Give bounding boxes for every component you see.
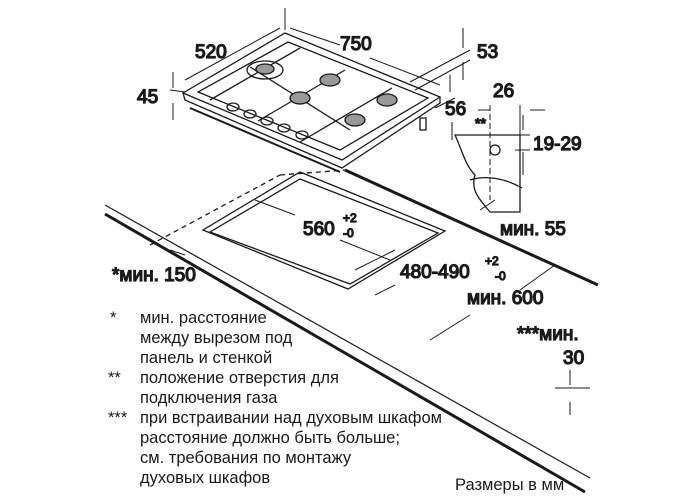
gas-connection-detail	[453, 134, 523, 213]
gas-marker-label: **	[475, 115, 486, 131]
width-label: 750	[340, 34, 372, 55]
min-oven-value: 30	[563, 348, 584, 369]
cutout-depth-tol-minus: -0	[495, 269, 506, 283]
gas-offset-label: 26	[493, 81, 514, 102]
units-note: Размеры в мм	[455, 476, 565, 494]
note-line: мин. расстояние	[140, 309, 267, 327]
depth-label: 520	[195, 42, 227, 63]
note-line: подключения газа	[140, 389, 278, 407]
note-line: см. требования по монтажу	[140, 449, 352, 467]
min-oven-label: ***мин.	[517, 324, 579, 345]
cutout-width-tol-minus: -0	[343, 226, 354, 240]
min-rear-label: мин. 55	[500, 219, 566, 240]
note-line: между вырезом под	[140, 329, 293, 347]
cutout-depth-label: 480-490	[400, 262, 470, 283]
hob	[181, 32, 442, 173]
height-rear-label: 56	[445, 99, 466, 120]
countertop	[104, 168, 599, 494]
cutout-width-label: 560	[303, 219, 335, 240]
min-side-label: *мин. 150	[112, 265, 196, 286]
note-line: расстояние должно быть больше;	[140, 429, 400, 447]
cutout-width-tol-plus: +2	[343, 211, 357, 225]
note-line: положение отверстия для	[140, 369, 339, 387]
note-marker: **	[108, 369, 121, 387]
note-line: при встраивании над духовым шкафом	[140, 409, 443, 427]
cutout	[201, 171, 447, 290]
height-top-label: 53	[477, 42, 498, 63]
note-marker: ***	[108, 409, 128, 427]
note-line: панель и стенкой	[140, 349, 273, 367]
height-side-label: 45	[137, 87, 158, 108]
cutout-depth-tol-plus: +2	[485, 254, 499, 268]
gas-height-label: 19-29	[533, 134, 582, 155]
min-counter-label: мин. 600	[467, 288, 543, 309]
note-marker: *	[110, 309, 117, 327]
note-line: духовых шкафов	[140, 469, 271, 487]
